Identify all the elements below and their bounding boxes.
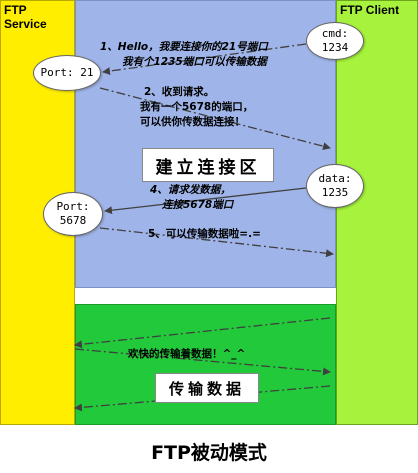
transfer-zone-title: 传输数据 — [155, 373, 259, 403]
client-data-port-bubble: data: 1235 — [306, 164, 364, 208]
message-step2-line2: 我有一个5678的端口， — [140, 101, 254, 113]
server-port21-text: Port: 21 — [40, 66, 94, 79]
server-port5678-number: 5678 — [59, 214, 87, 227]
connection-zone-title: 建立连接区 — [142, 148, 274, 182]
ftp-service-label: FTP Service — [4, 3, 47, 31]
arrow-transfer-to-client — [74, 348, 331, 376]
message-step2-line3: 可以供你传数据连接！ — [140, 116, 245, 128]
message-step1-line1: 1、Hello，我要连接你的21号端口 — [100, 41, 268, 53]
zone-divider — [75, 288, 336, 304]
message-step1-line2: 我有个1235端口可以传输数据 — [122, 56, 267, 68]
client-data-label: data: — [318, 172, 352, 185]
arrow-step2-response — [99, 87, 331, 151]
client-data-port: 1235 — [321, 186, 349, 199]
server-port5678-bubble: Port: 5678 — [43, 192, 103, 236]
message-step4-line2: 连接5678端口 — [162, 199, 234, 211]
message-step4: 4、请求发数据， 连接5678端口 — [150, 183, 233, 213]
client-cmd-port-bubble: cmd: 1234 — [306, 22, 364, 60]
arrow-step1-request — [102, 43, 307, 76]
server-port21-bubble: Port: 21 — [33, 55, 101, 91]
ftp-client-label: FTP Client — [340, 3, 400, 17]
arrow-step4-data-request — [104, 187, 307, 215]
client-cmd-label: cmd: — [321, 27, 349, 40]
message-step5: 5、可以传输数据啦=.= — [148, 228, 261, 240]
figure-caption: FTP被动模式 — [151, 442, 267, 464]
message-step4-line1: 4、请求发数据， — [150, 184, 231, 196]
message-step1: 1、Hello，我要连接你的21号端口 我有个1235端口可以传输数据 — [100, 40, 332, 70]
message-step2-line1: 2、收到请求。 — [144, 86, 215, 98]
client-cmd-port: 1234 — [321, 41, 349, 54]
server-port5678-label: Port: — [56, 200, 90, 213]
arrow-step5-ready — [99, 227, 334, 258]
message-transfer: 欢快的传输着数据！^_^ — [128, 348, 246, 360]
arrow-transfer-to-server — [74, 317, 331, 349]
message-step2: 2、收到请求。 我有一个5678的端口， 可以供你传数据连接！ — [140, 85, 253, 130]
